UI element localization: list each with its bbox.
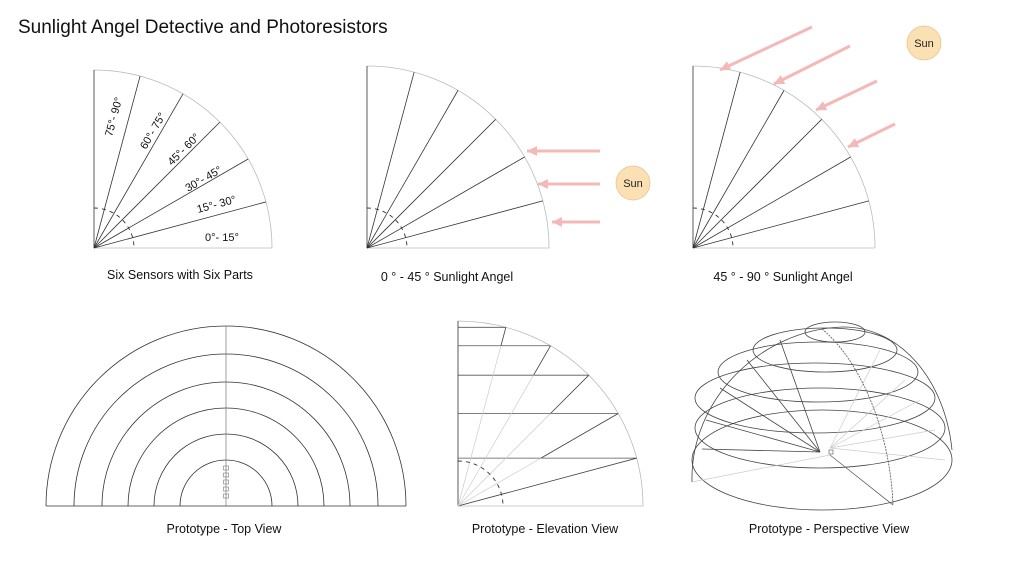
sunlight-arrow: [773, 44, 851, 86]
base-radius: [829, 454, 894, 506]
sensor-ray: [457, 327, 507, 507]
caption-high-angle: 45 ° - 90 ° Sunlight Angel: [713, 270, 853, 284]
sensor-divider: [366, 90, 459, 249]
caption-perspective-view: Prototype - Perspective View: [748, 522, 910, 536]
plate-edge: [550, 374, 590, 414]
arrow-head-icon: [774, 75, 786, 84]
elevation-view-diagram: [457, 320, 644, 507]
page-title: Sunlight Angel Detective and Photoresist…: [18, 17, 388, 38]
plate-edge: [533, 345, 551, 376]
sun-icon: [615, 165, 651, 201]
high-angle-diagram: [692, 25, 896, 249]
layer-ellipse: [691, 409, 953, 511]
sun-label: Sun: [914, 38, 934, 50]
arrow-head-icon: [720, 61, 732, 71]
segment-label-0-15: 0°- 15°: [205, 232, 239, 244]
sensor-ray: [829, 429, 936, 449]
plate-edge: [500, 327, 507, 346]
plate-edge: [746, 359, 821, 453]
layer-ellipse: [752, 327, 898, 373]
sensor-divider: [366, 200, 543, 249]
segment-label-15-30: 15°- 30°: [196, 194, 238, 216]
sensor-divider: [692, 156, 851, 249]
six-sensors-diagram: [93, 69, 273, 249]
arrow-head-icon: [848, 138, 860, 148]
caption-six-sensors: Six Sensors with Six Parts: [107, 268, 253, 282]
sensor-divider: [366, 72, 415, 249]
sensor-icon: [223, 465, 229, 471]
sensor-divider: [366, 156, 525, 249]
segment-label-75-90: 75°- 90°: [103, 96, 125, 138]
sensor-divider: [93, 201, 267, 249]
sensor-ray: [829, 447, 946, 461]
plate-edge: [719, 387, 821, 453]
caption-elevation-view: Prototype - Elevation View: [471, 522, 619, 536]
sensor-icon: [223, 472, 229, 478]
sun-low: Sun: [615, 165, 651, 201]
layer-ellipse: [694, 362, 936, 434]
perspective-view-diagram: [691, 321, 953, 511]
sun-high: Sun: [906, 25, 942, 61]
sunlight-arrow: [815, 79, 878, 112]
sun-label: Sun: [623, 178, 643, 190]
caption-low-angle: 0 ° - 45 ° Sunlight Angel: [380, 270, 514, 284]
sensor-divider: [93, 121, 221, 249]
low-angle-diagram: [366, 65, 600, 249]
caption-top-view: Prototype - Top View: [166, 522, 282, 536]
sun-icon: [906, 25, 942, 61]
sensor-icon: [828, 449, 834, 455]
sunlight-arrow: [719, 25, 813, 72]
segment-label-45-60: 45°- 60°: [166, 131, 203, 168]
sensor-divider: [93, 158, 249, 249]
arrow-head-icon: [552, 217, 562, 227]
segment-label-30-45: 30°- 45°: [184, 164, 225, 194]
plate-edge: [457, 457, 637, 507]
sensor-divider: [366, 119, 496, 249]
meridian-line: [821, 328, 894, 506]
sensor-divider: [692, 200, 869, 249]
layer-ellipse: [694, 387, 946, 469]
dome-profile: [691, 326, 953, 483]
sensor-dashed-arc: [457, 460, 504, 507]
sensor-divider: [692, 72, 741, 249]
sensor-ray: [829, 379, 906, 449]
sensor-ray: [829, 349, 881, 449]
plate-edge: [779, 339, 821, 453]
arrow-head-icon: [527, 146, 537, 156]
plate-edge: [540, 413, 619, 459]
base-radius: [691, 454, 831, 483]
sensor-icon: [223, 479, 229, 485]
sensor-icon: [223, 493, 229, 499]
sensor-divider: [93, 75, 141, 249]
sensor-divider: [692, 90, 785, 249]
arrow-head-icon: [816, 101, 828, 111]
arrow-head-icon: [538, 179, 548, 189]
sensor-divider: [93, 93, 184, 249]
sensor-ray: [829, 399, 921, 449]
sensor-divider: [692, 119, 822, 249]
sensor-icon: [223, 486, 229, 492]
layer-ellipse: [804, 321, 866, 343]
top-view-diagram: [45, 325, 407, 507]
layer-ellipse: [717, 341, 919, 403]
plate-edge: [701, 448, 821, 453]
plate-edge: [705, 419, 821, 453]
